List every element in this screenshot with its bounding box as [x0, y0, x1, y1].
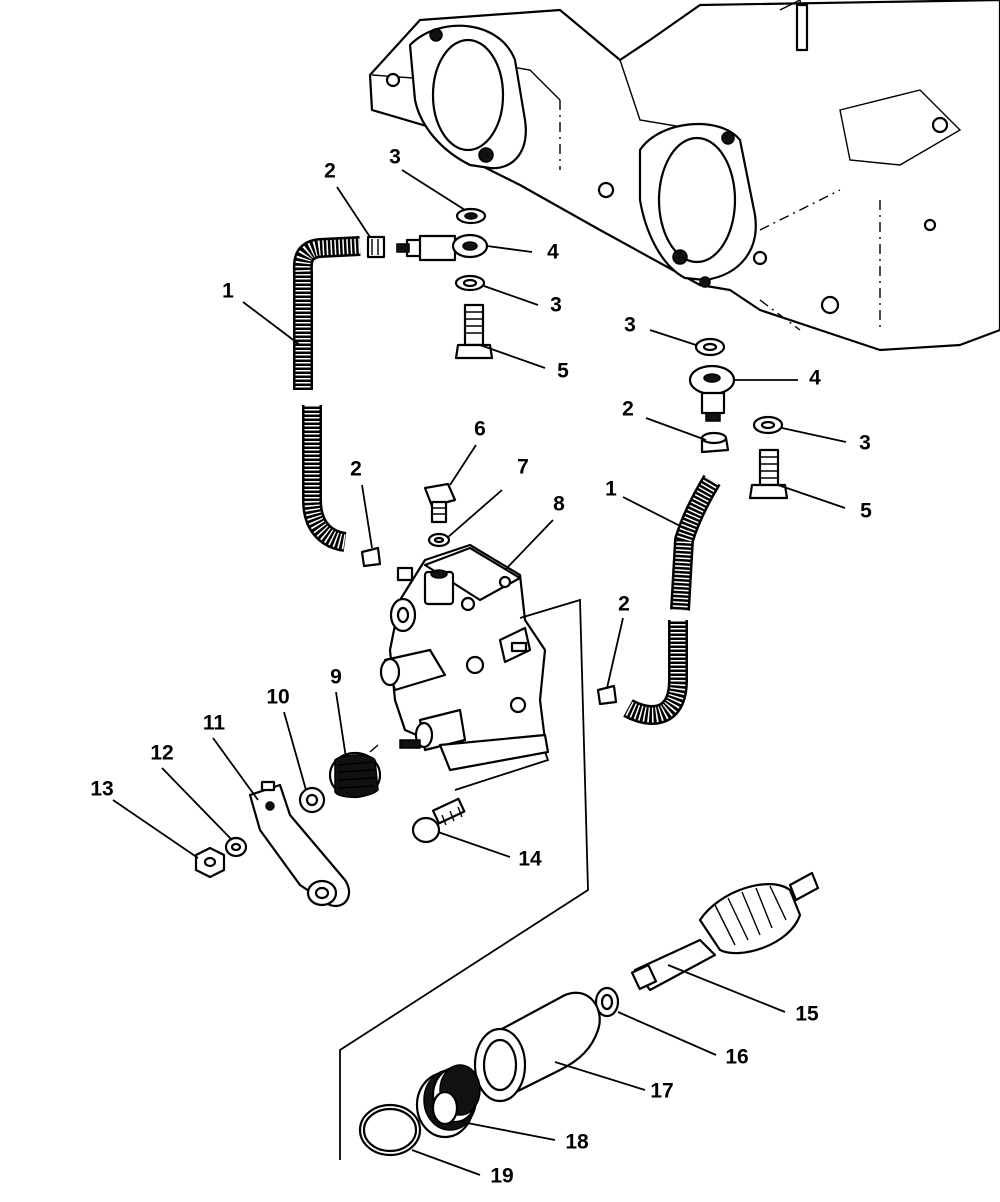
callout-2-upper-left: 2: [324, 160, 336, 183]
engine-cylinder-block: [368, 0, 1000, 352]
callout-9: 9: [330, 666, 342, 689]
bleed-screw-6: [423, 482, 457, 524]
callout-1-left: 1: [222, 280, 234, 303]
lock-washer-12: [224, 836, 248, 858]
pump-drive-gear-shaft-15: [630, 871, 820, 992]
sleeve-bushing-17: [473, 991, 601, 1103]
callout-1-right: 1: [605, 478, 617, 501]
callout-10: 10: [266, 686, 289, 709]
washer-3-right-top: [694, 337, 726, 357]
callout-2-pump-right: 2: [618, 593, 630, 616]
hose-clamp-2-upper-left: [366, 235, 386, 259]
oil-hose-1-left: [292, 236, 361, 552]
gasket-washer-7: [427, 532, 451, 548]
callout-7: 7: [517, 456, 529, 479]
washer-3-right-bottom: [752, 415, 784, 435]
callout-2-right: 2: [622, 398, 634, 421]
banjo-fitting-4-right: [688, 364, 736, 422]
callout-8: 8: [553, 493, 565, 516]
callout-3-right-bottom: 3: [859, 432, 871, 455]
callout-5-right: 5: [860, 500, 872, 523]
callout-3-upper-left-bottom: 3: [550, 294, 562, 317]
oil-hose-1-right: [623, 474, 721, 725]
banjo-fitting-4-upper-left: [396, 233, 489, 262]
callout-17: 17: [650, 1080, 673, 1103]
nut-13: [194, 846, 226, 879]
callout-15: 15: [795, 1003, 819, 1026]
callout-13: 13: [90, 778, 113, 801]
oil-pump-8: [379, 543, 550, 772]
return-spring-9: [328, 744, 382, 799]
banjo-bolt-5-upper-left: [454, 303, 494, 360]
callout-19: 19: [490, 1165, 513, 1188]
callout-14: 14: [518, 848, 542, 871]
washer-10: [298, 786, 326, 814]
thrust-washer-16: [594, 986, 620, 1018]
callout-3-right-top: 3: [624, 314, 636, 337]
callout-3-upper-left-top: 3: [389, 146, 401, 169]
washer-3-upper-left-bottom: [454, 274, 486, 292]
callout-18: 18: [565, 1131, 589, 1154]
callout-6: 6: [474, 418, 486, 441]
callout-4-right: 4: [809, 367, 821, 390]
callout-11: 11: [203, 712, 226, 735]
callout-12: 12: [150, 742, 173, 765]
leader-lines: [112, 169, 847, 1176]
callout-labels: 2 3 4 1 3 5 3 4 2 3 6 2 7 5 1 8 2 9 10 1…: [90, 146, 872, 1188]
callout-5-upper-left: 5: [557, 360, 569, 383]
hose-clamp-2-pump-right: [596, 684, 618, 706]
hose-clamp-2-right: [700, 431, 730, 454]
hose-clamp-2-pump-left: [360, 546, 382, 568]
banjo-bolt-5-right: [748, 448, 789, 500]
washer-3-upper-left-top: [455, 207, 487, 225]
callout-16: 16: [725, 1046, 748, 1069]
callout-2-pump-left: 2: [350, 458, 362, 481]
control-lever-11: [248, 780, 351, 908]
detail-inset-frame: [339, 598, 589, 1160]
o-ring-19: [358, 1103, 422, 1157]
callout-4-upper-left: 4: [547, 241, 559, 264]
mounting-screw-14: [411, 797, 466, 844]
coil-spring-18: [415, 1064, 481, 1139]
